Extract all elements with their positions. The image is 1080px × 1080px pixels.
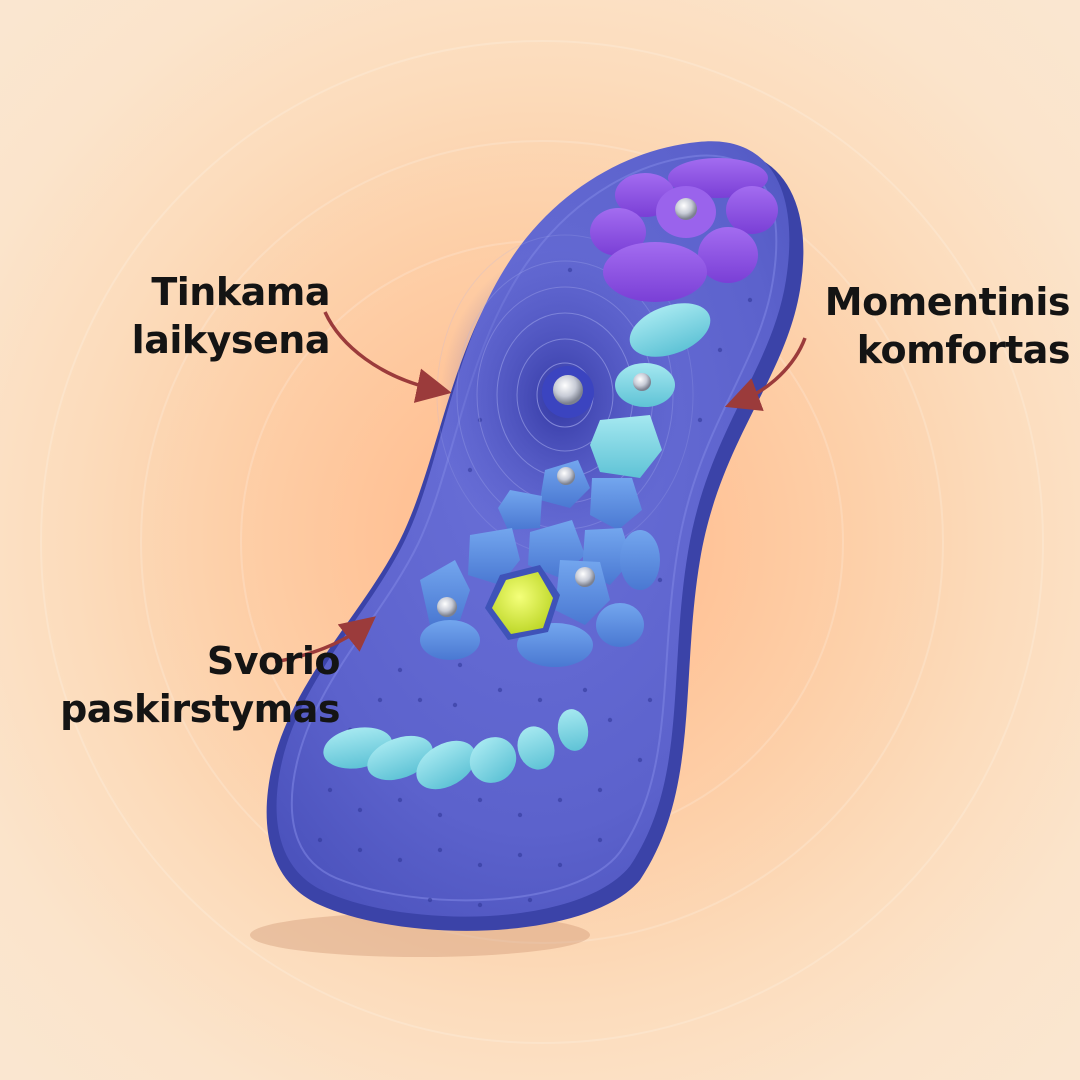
arrow-weight [274, 616, 376, 664]
midfoot-pads [420, 460, 660, 667]
callout-weight-line2: paskirstymas [60, 687, 340, 731]
callout-weight: Svorio paskirstymas [10, 637, 340, 733]
callout-comfort-line2: komfortas [856, 328, 1071, 372]
callout-posture-line1: Tinkama [151, 270, 330, 314]
outer-arch-pads [590, 303, 711, 478]
heel-stud [675, 198, 697, 220]
heel-pads [590, 158, 778, 302]
arrow-posture [323, 311, 452, 403]
arch-magnet [542, 366, 594, 418]
toe-pads [323, 709, 589, 790]
callout-posture: Tinkama laikysena [80, 268, 331, 364]
background-ring [40, 40, 1044, 1044]
callout-posture-line2: laikysena [131, 318, 331, 362]
callout-comfort: Momentinis komfortas [785, 278, 1071, 374]
center-lime-pad [485, 565, 560, 640]
callout-weight-line1: Svorio [206, 639, 341, 683]
arrow-comfort [724, 337, 807, 412]
callout-comfort-line1: Momentinis [824, 280, 1071, 324]
